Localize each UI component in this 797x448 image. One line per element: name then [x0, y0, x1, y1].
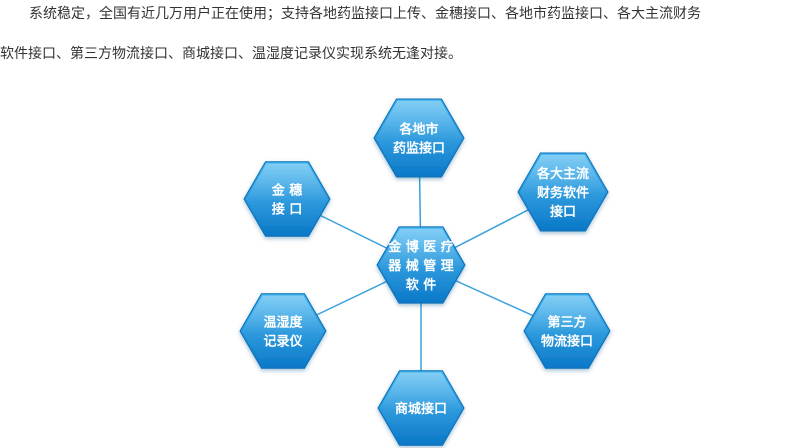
- intro-line-1: 系统稳定，全国有近几万用户正在使用；支持各地药监接口上传、金穗接口、各地市药监接…: [29, 6, 701, 22]
- node-logistics-label-line-2: 物流接口: [541, 334, 593, 350]
- node-jinsui-label-line-2: 接 口: [272, 202, 303, 218]
- node-jinsui-label-line-1: 金 穗: [271, 183, 303, 199]
- node-mall-highlight: [380, 372, 462, 444]
- center-node-label-line-3: 软 件: [406, 277, 437, 293]
- intro-line-2: 软件接口、第三方物流接口、商城接口、温湿度记录仪实现系统无逢对接。: [0, 46, 462, 62]
- node-jinsui-highlight: [246, 163, 328, 235]
- node-drug-supervision-label-line-2: 药监接口: [393, 141, 445, 157]
- node-finance-software-highlight: [520, 154, 606, 230]
- node-drug-supervision: 各地市药监接口: [373, 98, 465, 178]
- node-logistics: 第三方物流接口: [523, 293, 611, 369]
- node-thermo-hygrometer-highlight: [242, 295, 324, 367]
- center-node-label-line-1: 金 博 医 疗: [387, 239, 454, 255]
- node-jinsui: 金 穗接 口: [243, 161, 331, 237]
- node-thermo-hygrometer: 温湿度记录仪: [239, 293, 327, 369]
- node-drug-supervision-highlight: [376, 100, 462, 176]
- node-mall-label-line-1: 商城接口: [395, 401, 447, 417]
- center-node-label-line-2: 器 械 管 理: [387, 258, 454, 274]
- node-drug-supervision-label-line-1: 各地市: [398, 122, 438, 138]
- node-thermo-hygrometer-label-line-2: 记录仪: [263, 335, 303, 350]
- node-logistics-highlight: [526, 295, 608, 367]
- node-finance-software-label-line-3: 接口: [550, 204, 576, 220]
- node-finance-software-label-line-1: 各大主流: [536, 166, 589, 182]
- node-mall: 商城接口: [377, 370, 465, 446]
- node-thermo-hygrometer-label-line-1: 温湿度: [263, 315, 303, 331]
- center-node: 金 博 医 疗器 械 管 理软 件: [376, 226, 466, 304]
- node-finance-software-label-line-2: 财务软件: [537, 185, 589, 201]
- node-logistics-label-line-1: 第三方: [547, 315, 586, 331]
- center-node-highlight: [379, 228, 463, 302]
